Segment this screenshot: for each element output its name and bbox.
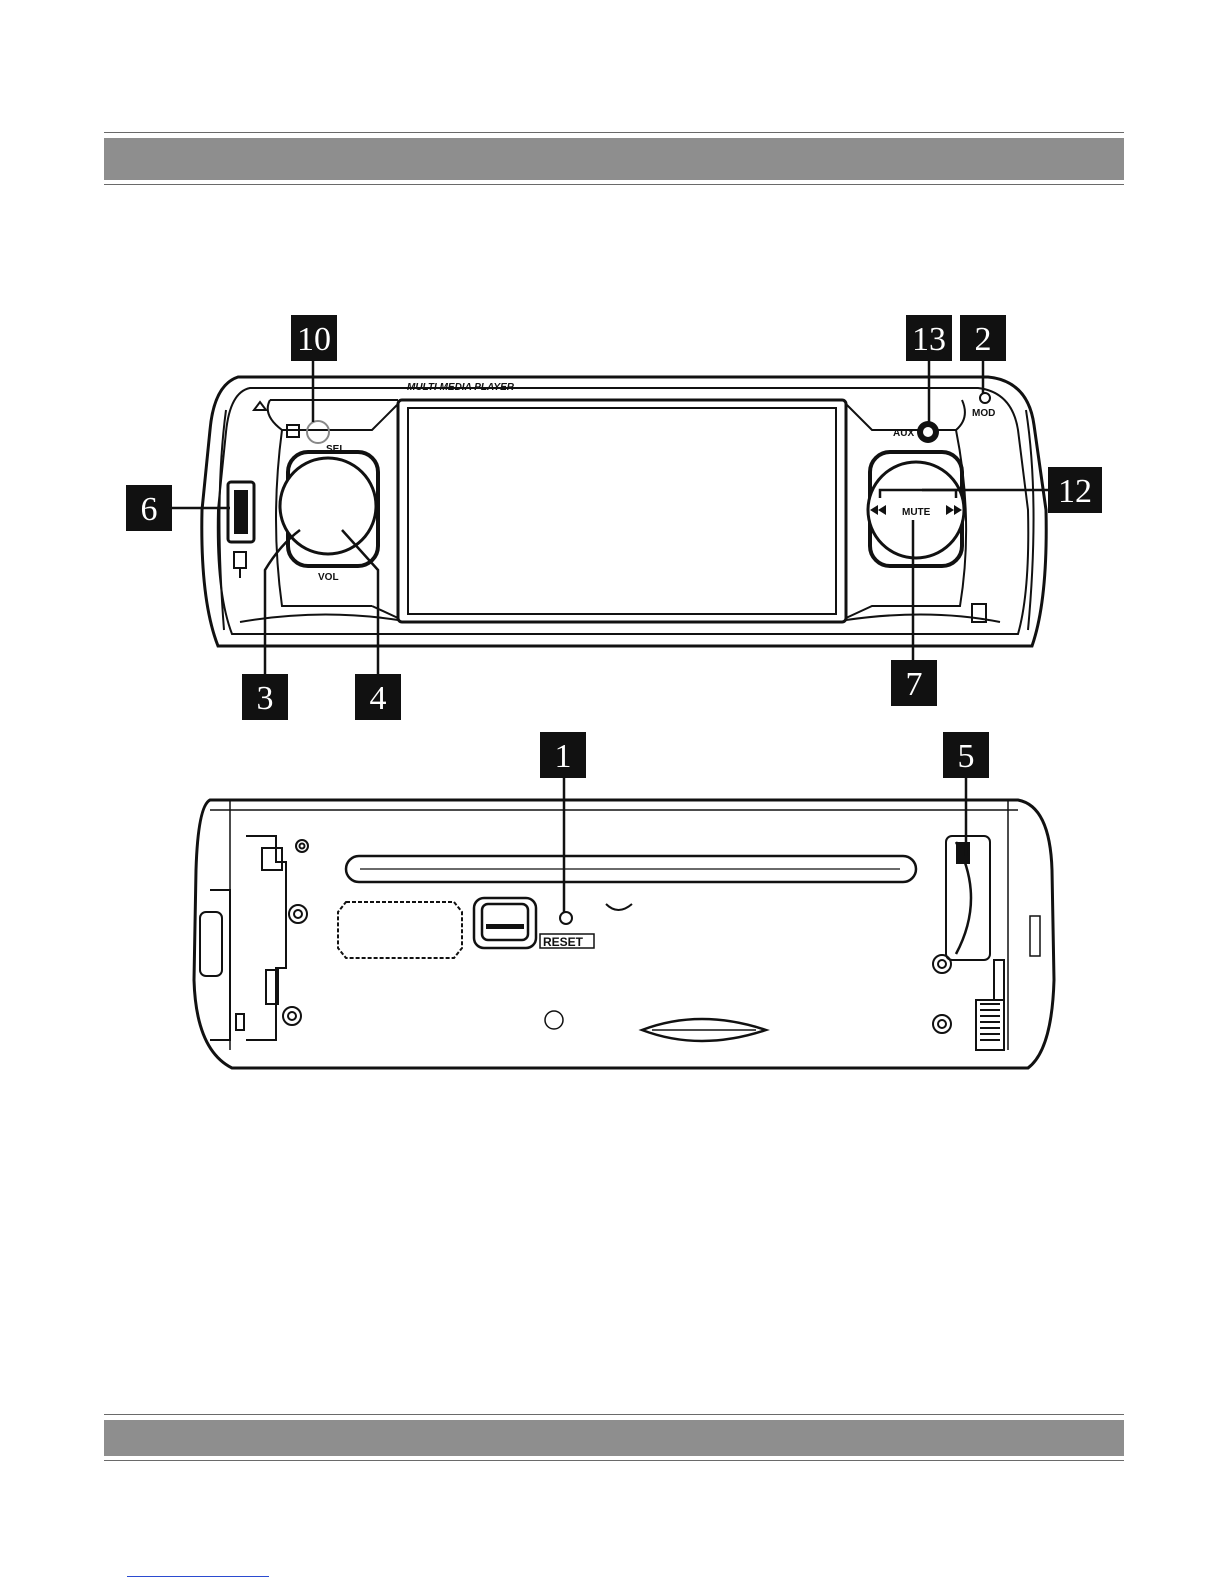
- svg-text:2: 2: [975, 321, 992, 358]
- callout-13: 13: [906, 315, 952, 361]
- rear-panel: [194, 800, 1054, 1068]
- footer-link-underline: [127, 1576, 269, 1577]
- callout-5: 5: [943, 732, 989, 778]
- svg-text:5: 5: [958, 738, 975, 775]
- svg-text:7: 7: [906, 666, 923, 703]
- svg-text:1: 1: [555, 738, 572, 775]
- svg-text:3: 3: [257, 680, 274, 717]
- svg-text:10: 10: [297, 321, 331, 358]
- callout-12: 12: [1048, 467, 1102, 513]
- svg-text:12: 12: [1058, 473, 1092, 510]
- mute-label: MUTE: [902, 507, 931, 518]
- sel-label: SEL: [326, 444, 345, 455]
- vol-label: VOL: [318, 572, 339, 583]
- callout-2: 2: [960, 315, 1006, 361]
- mod-label: MOD: [972, 408, 995, 419]
- callout-3: 3: [242, 674, 288, 720]
- reset-label: RESET: [543, 935, 584, 949]
- callout-6: 6: [126, 485, 172, 531]
- callout-10: 10: [291, 315, 337, 361]
- leader-lines: [172, 361, 1048, 912]
- callout-1: 1: [540, 732, 586, 778]
- aux-label: AUX: [893, 428, 914, 439]
- callout-7: 7: [891, 660, 937, 706]
- callout-4: 4: [355, 674, 401, 720]
- svg-text:4: 4: [370, 680, 387, 717]
- svg-text:6: 6: [141, 491, 158, 528]
- svg-text:13: 13: [912, 321, 946, 358]
- brand-text: MULTI MEDIA PLAYER: [407, 382, 515, 393]
